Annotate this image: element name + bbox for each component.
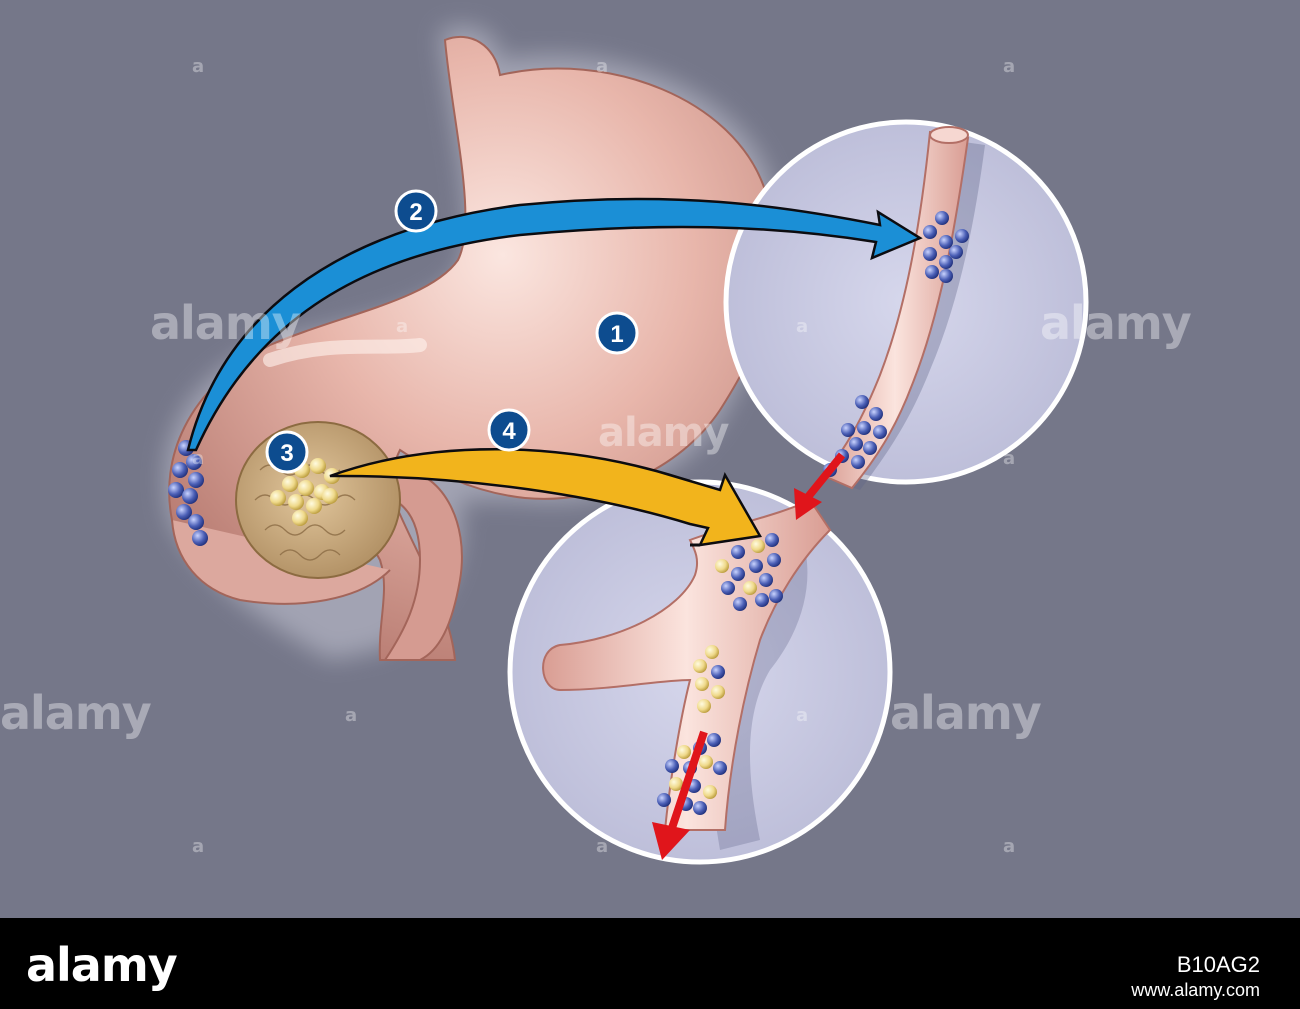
vessel-branch (542, 498, 832, 831)
image-id: B10AG2 (1176, 952, 1260, 977)
footer-bar: alamy B10AG2 www.alamy.com (0, 918, 1300, 1009)
red-arrow-lower (652, 730, 708, 860)
duodenum-shape (378, 468, 463, 661)
illustration: 1 2 3 4 alamy alamy alamy alamy alamy a … (0, 26, 1192, 865)
step-badge-1: 1 (595, 311, 639, 355)
step-label-1: 1 (610, 321, 623, 348)
step-label-3: 3 (280, 440, 293, 467)
step-badge-3: 3 (265, 430, 309, 474)
pancreas-hormone-cells (270, 458, 340, 526)
step-label-4: 4 (502, 418, 516, 445)
stomach-pancreas-diagram: 1 2 3 4 (164, 26, 1089, 865)
step-badge-4: 4 (487, 408, 531, 452)
arrow-2-blue (186, 197, 923, 452)
blood-vessel-inset-upper (723, 119, 1089, 490)
step-badge-2: 2 (394, 189, 438, 233)
blood-vessel-inset-lower (507, 479, 893, 865)
red-arrow-upper (794, 452, 846, 520)
alamy-logo: alamy (26, 938, 178, 992)
step-label-2: 2 (409, 199, 422, 226)
arrow-4-yellow (329, 448, 762, 547)
site-url: www.alamy.com (1131, 980, 1260, 1000)
